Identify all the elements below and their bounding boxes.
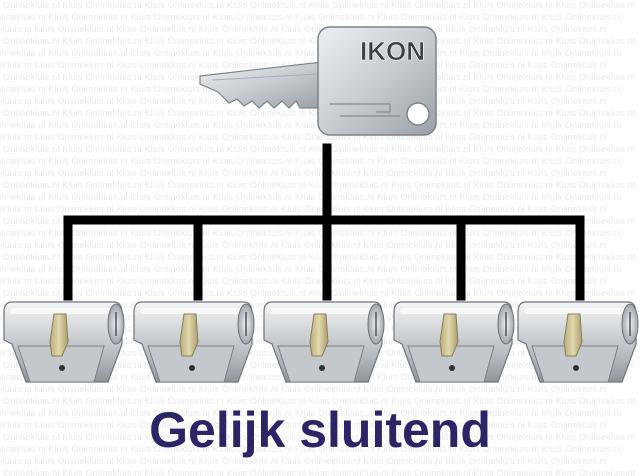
lock-cylinder-icon xyxy=(133,301,255,383)
lock-cylinder-icon xyxy=(517,301,639,383)
key-brand-label: IKON xyxy=(360,36,425,66)
key-icon: IKON xyxy=(199,26,437,136)
caption-title: Gelijk sluitend xyxy=(149,402,491,458)
lock-cylinder-icon xyxy=(3,301,125,383)
lock-cylinder-icon xyxy=(263,301,385,383)
cylinder-row xyxy=(3,301,639,383)
lock-cylinder-icon xyxy=(393,301,515,383)
connector-tree xyxy=(63,143,585,301)
